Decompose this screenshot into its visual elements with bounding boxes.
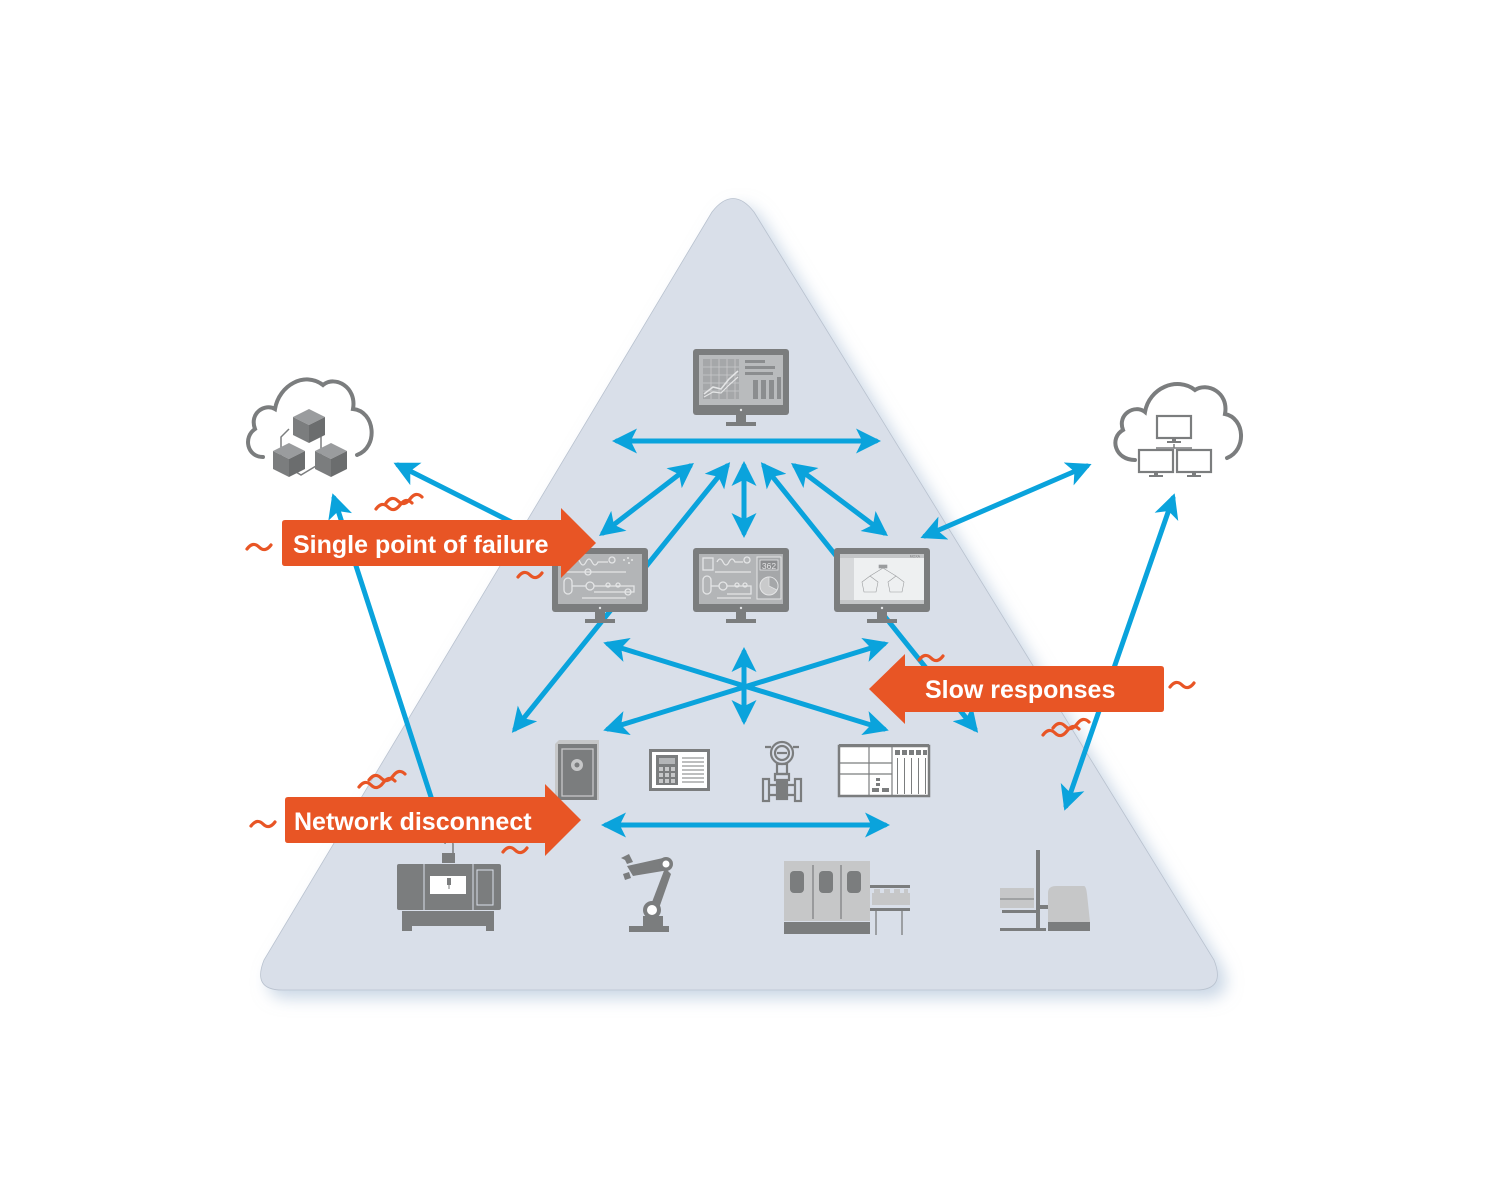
callout-slow-responses: Slow responses [869, 654, 1164, 724]
bottling-line-icon [784, 861, 910, 935]
disruption-squiggles [245, 492, 1196, 855]
squiggle-icon [367, 769, 407, 783]
cloud-cubes-icon [246, 377, 374, 477]
squiggle-icon [249, 819, 277, 829]
monitor-network-topology-icon: MOXA [834, 548, 930, 623]
callout-arrow-right-shape [285, 784, 581, 856]
cnc-machine-icon [397, 839, 501, 931]
callout-arrow-left-shape [869, 654, 1164, 724]
flow-meter-icon [761, 740, 803, 803]
callout-label: Slow responses [925, 676, 1115, 704]
squiggle-icon [1168, 680, 1196, 690]
callout-label: Network disconnect [294, 808, 532, 836]
squiggle-icon [245, 542, 273, 552]
squiggle-icon [501, 845, 529, 855]
monitor-process-diagram-pie-icon: 362 [693, 548, 789, 623]
hmi-panel-icon [649, 749, 710, 791]
squiggle-icon [516, 570, 544, 580]
callout-network-disconnect: Network disconnect [285, 784, 581, 856]
cube-top [293, 409, 325, 443]
connector-right-cloud-to-network-mgmt [920, 462, 1092, 540]
squiggle-icon [1051, 717, 1091, 731]
callout-single-point-of-failure: Single point of failure [282, 508, 596, 578]
squiggle-icon [384, 492, 424, 506]
plc-rack-icon [837, 744, 931, 798]
callout-label: Single point of failure [293, 531, 549, 559]
cube-right [315, 443, 347, 477]
squiggle-icon [917, 653, 945, 663]
cloud-computers-icon [1113, 382, 1243, 477]
robot-arm-icon [621, 854, 673, 932]
controller-box-icon [555, 740, 599, 800]
callout-arrow-right-shape [282, 508, 596, 578]
monitor-dashboard-chart-icon [693, 349, 789, 426]
network-mgmt-brand: MOXA [910, 555, 921, 559]
forklift-icon [1000, 850, 1090, 931]
squiggle-icon [374, 498, 414, 512]
connector-right-cloud-to-forklift [1060, 493, 1179, 811]
cube-left [273, 443, 305, 477]
scada-display-value: 362 [762, 561, 776, 571]
